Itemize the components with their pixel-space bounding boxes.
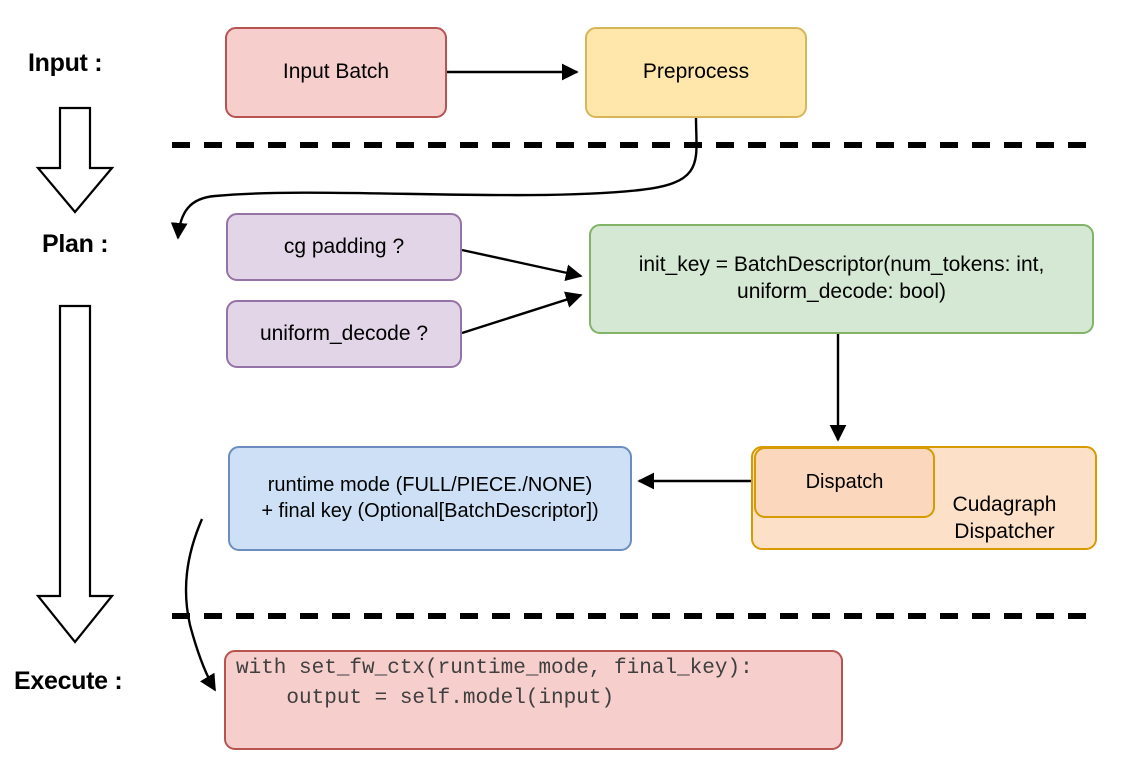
flow-arrow-input-to-plan [35, 106, 115, 214]
node-dispatch[interactable]: Dispatch [754, 447, 935, 518]
node-init-key-line-1: init_key = BatchDescriptor(num_tokens: i… [638, 253, 1045, 277]
node-runtime-mode[interactable]: runtime mode (FULL/PIECE./NONE) + final … [228, 446, 632, 551]
node-cudagraph-dispatcher-line-2: Dispatcher [954, 520, 1055, 544]
stage-label-execute: Execute : [14, 667, 123, 695]
node-execute-code-line-2: output = self.model(input) [236, 687, 615, 711]
node-cg-padding[interactable]: cg padding ? [226, 213, 462, 281]
node-init-key-line-2: uniform_decode: bool) [737, 280, 946, 303]
node-execute-code[interactable]: with set_fw_ctx(runtime_mode, final_key)… [224, 650, 843, 750]
node-runtime-mode-line-2: + final key (Optional[BatchDescriptor]) [261, 499, 599, 522]
node-input-batch[interactable]: Input Batch [225, 27, 447, 118]
stage-label-input: Input : [28, 49, 103, 77]
node-execute-code-line-1: with set_fw_ctx(runtime_mode, final_key)… [236, 657, 753, 680]
flow-arrow-plan-to-execute [35, 304, 115, 644]
stage-label-plan: Plan : [42, 230, 109, 258]
node-preprocess[interactable]: Preprocess [585, 27, 807, 118]
edge-runtime-to-execute [184, 518, 217, 692]
edge-padding-to-initkey [461, 248, 583, 281]
node-cudagraph-dispatcher-line-1: Cudagraph [952, 493, 1057, 517]
node-runtime-mode-line-1: runtime mode (FULL/PIECE./NONE) [267, 473, 593, 496]
edge-uniform-to-initkey [461, 291, 583, 335]
node-uniform-decode[interactable]: uniform_decode ? [226, 300, 462, 368]
node-init-key[interactable]: init_key = BatchDescriptor(num_tokens: i… [589, 224, 1094, 334]
